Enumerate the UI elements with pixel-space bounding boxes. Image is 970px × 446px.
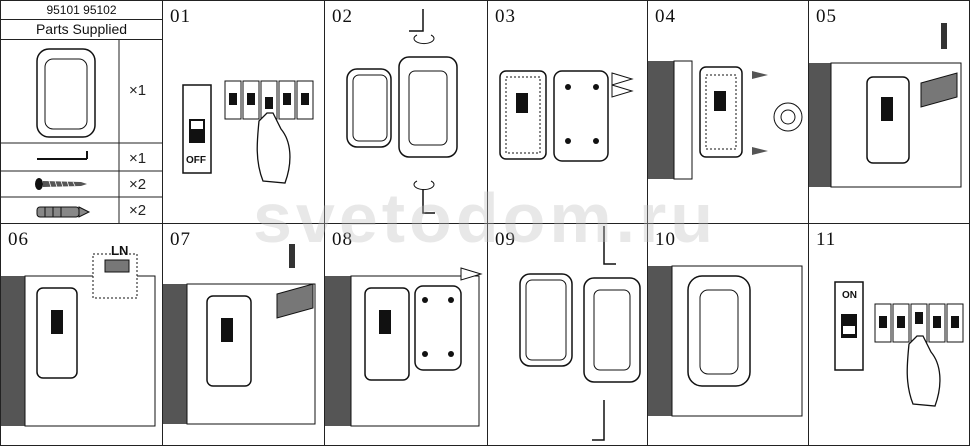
ln-label: LN — [111, 243, 129, 258]
step-panel-08: 08 — [324, 223, 488, 446]
step-number: 08 — [332, 229, 353, 250]
step-panel-01: 01 OFF — [162, 0, 325, 224]
breaker-on-drawing — [834, 281, 964, 407]
off-label: OFF — [186, 155, 206, 166]
step-panel-11: 11 ON — [808, 223, 970, 446]
on-label: ON — [842, 290, 857, 301]
step-panel-05: 05 — [808, 0, 970, 224]
wire-connect-drawing — [809, 23, 962, 188]
step-number: 09 — [495, 229, 516, 250]
close-base-drawing — [325, 267, 483, 427]
step-number: 06 — [8, 229, 29, 250]
finished-lamp-drawing — [648, 265, 803, 417]
qty-lamp: ×1 — [129, 82, 147, 99]
hex-key-icon — [37, 151, 88, 160]
parts-drawing — [1, 39, 162, 223]
qty-screw: ×2 — [129, 176, 147, 193]
step-number: 03 — [495, 6, 516, 27]
lamp-part-icon — [36, 48, 96, 138]
step-number: 07 — [170, 229, 191, 250]
qty-key: ×1 — [129, 150, 147, 167]
step-number: 01 — [170, 6, 191, 27]
model-numbers: 95101 95102 — [46, 3, 117, 17]
qty-plug: ×2 — [129, 202, 147, 219]
terminal-drawing — [1, 253, 156, 427]
step-panel-10: 10 — [647, 223, 809, 446]
step-number: 05 — [816, 6, 837, 27]
install-terminal-drawing — [163, 244, 316, 425]
step-number: 11 — [816, 229, 837, 250]
parts-title: Parts Supplied — [1, 19, 162, 37]
step-panel-02: 02 — [324, 0, 488, 224]
mount-base-drawing — [648, 60, 803, 180]
step-number: 04 — [655, 6, 676, 27]
step-panel-03: 03 — [487, 0, 648, 224]
step-number: 02 — [332, 6, 353, 27]
screw-icon — [35, 178, 87, 190]
step-panel-04: 04 — [647, 0, 809, 224]
step-panel-09: 09 — [487, 223, 648, 446]
wall-plug-icon — [36, 206, 91, 218]
breaker-off-drawing — [182, 80, 314, 184]
fit-cover-drawing — [519, 226, 641, 441]
remove-cover-drawing — [346, 9, 458, 214]
step-panel-06: 06 LN — [0, 223, 163, 446]
step-panel-07: 07 — [162, 223, 325, 446]
open-base-drawing — [499, 70, 634, 162]
step-number: 10 — [655, 229, 676, 250]
parts-header: 95101 95102 Parts Supplied — [1, 1, 162, 40]
parts-panel: 95101 95102 Parts Supplied — [0, 0, 163, 224]
